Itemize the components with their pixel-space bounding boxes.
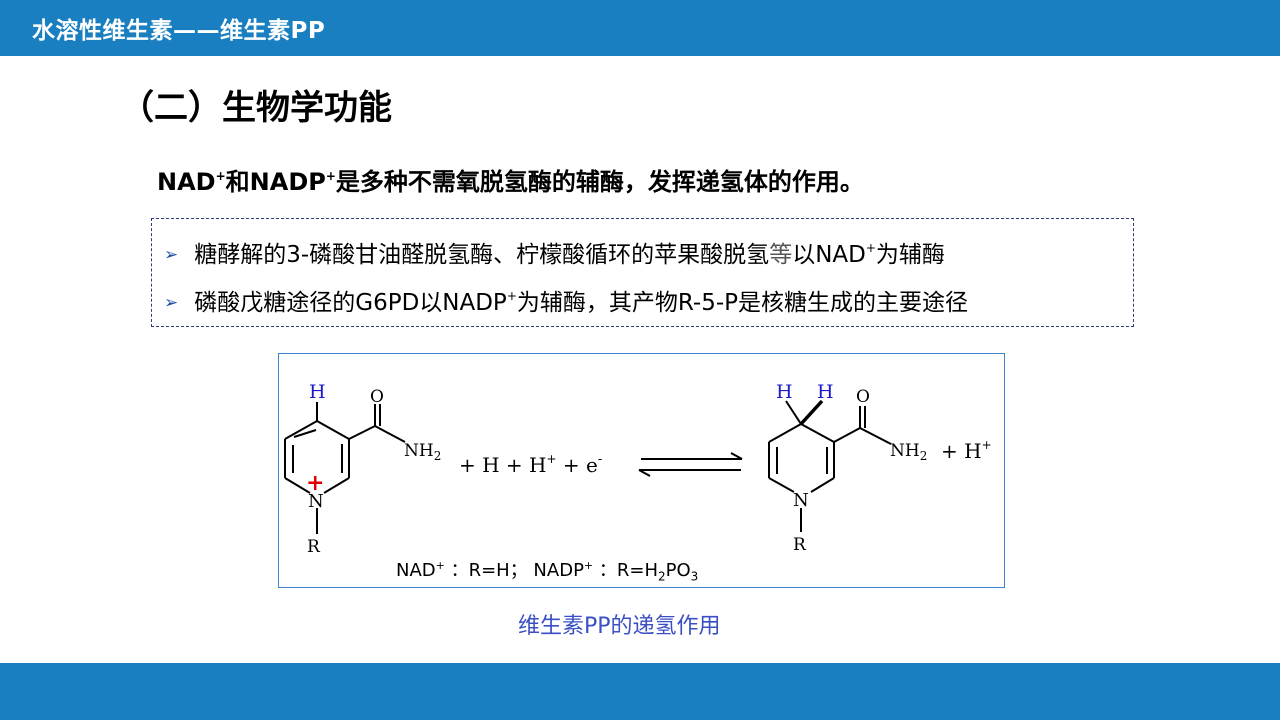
footer-bar: [0, 663, 1280, 720]
r-group-label: R: [307, 537, 321, 557]
bond: [768, 477, 795, 493]
legend-sup-b: +: [583, 559, 594, 572]
figure-legend: NAD+ ：R=H； NADP+ ：R=H2PO3: [396, 556, 698, 584]
bond: [316, 420, 350, 440]
bullet-1-tail: 以NAD: [792, 242, 866, 268]
bullet-1-text: 糖酵解的3-磷酸甘油醛脱氢酶、柠檬酸循环的苹果酸脱氢: [194, 242, 770, 268]
arrow-bullet-icon: ➢: [164, 293, 179, 313]
intro-sup1: +: [215, 169, 226, 183]
section-heading: （二）生物学功能: [120, 88, 392, 128]
intro-sentence: NAD+和NADP+是多种不需氧脱氢酶的辅酶，发挥递氢体的作用。: [157, 162, 864, 197]
legend-part-a: NAD: [396, 560, 436, 581]
bullet-2-text-b: 为辅酶，其产物R-5-P是核糖生成的主要途径: [516, 290, 969, 316]
bond: [374, 425, 406, 443]
header-bar: 水溶性维生素——维生素PP: [0, 0, 1280, 56]
bullet-box: ➢糖酵解的3-磷酸甘油醛脱氢酶、柠檬酸循环的苹果酸脱氢等以NAD+为辅酶 ➢磷酸…: [151, 218, 1134, 327]
bond: [284, 477, 311, 494]
hydrogen-label: H: [309, 381, 326, 403]
equilibrium-arrow: [730, 452, 743, 460]
bond: [323, 477, 350, 494]
legend-sup-a: +: [435, 559, 445, 572]
legend-sub-c: 2: [658, 569, 666, 584]
intro-part2: 和NADP: [225, 168, 326, 196]
nitrogen-label: N: [793, 490, 809, 511]
nitrogen-label: N: [308, 491, 324, 512]
bond: [284, 420, 318, 440]
positive-charge: +: [306, 470, 324, 496]
r-group-label: R: [793, 535, 807, 555]
bond: [348, 425, 376, 440]
bond: [833, 427, 861, 443]
amide-nh2-label: NH2: [890, 441, 927, 463]
arrow-bullet-icon: ➢: [164, 245, 179, 265]
legend-part-d: PO: [665, 560, 691, 581]
intro-part1: NAD: [157, 168, 216, 196]
bond: [799, 399, 824, 426]
hydrogen-label: H: [817, 381, 834, 403]
oxygen-label: O: [370, 387, 384, 407]
bullet-item-1: ➢ 糖酵解的3-磷酸甘油醛脱氢酶、柠檬酸循环的苹果酸脱氢等以NAD+为辅酶: [164, 235, 945, 269]
product-proton-label: + H+: [941, 438, 992, 463]
amide-nh2-label: NH2: [404, 441, 441, 463]
legend-part-c: ：R=H: [593, 560, 658, 581]
bullet-item-2: ➢ 磷酸戊糖途径的G6PD以NADP+为辅酶，其产物R-5-P是核糖生成的主要途径: [164, 283, 968, 317]
bullet-2-sup: +: [506, 289, 517, 303]
legend-sub-d: 3: [690, 569, 699, 584]
bond: [810, 477, 835, 493]
bullet-2-text-a: 磷酸戊糖途径的G6PD以NADP: [194, 290, 507, 316]
bullet-1-sup: +: [865, 241, 876, 255]
bullet-1-grey: 等: [769, 242, 793, 268]
reaction-diagram: H O N + R NH2 + H + H+ + e- H H O N R NH…: [284, 381, 992, 557]
legend-part-b: ：R=H； NADP: [444, 560, 584, 581]
figure-caption: 维生素PP的递氢作用: [518, 614, 721, 639]
intro-sup2: +: [325, 169, 336, 183]
bullet-1-end: 为辅酶: [875, 242, 945, 268]
bond: [800, 423, 835, 443]
intro-part3: 是多种不需氧脱氢酶的辅酶，发挥递氢体的作用。: [335, 168, 864, 196]
bond: [859, 427, 892, 445]
reaction-figure: H O N + R NH2 + H + H+ + e- H H O N R NH…: [278, 353, 1005, 588]
header-title: 水溶性维生素——维生素PP: [32, 18, 326, 44]
equilibrium-arrow: [638, 469, 651, 477]
bond: [785, 400, 802, 425]
reagents-label: + H + H+ + e-: [459, 452, 602, 477]
bond: [293, 429, 317, 438]
bond: [768, 423, 802, 443]
hydrogen-label: H: [776, 381, 793, 403]
oxygen-label: O: [856, 387, 870, 407]
